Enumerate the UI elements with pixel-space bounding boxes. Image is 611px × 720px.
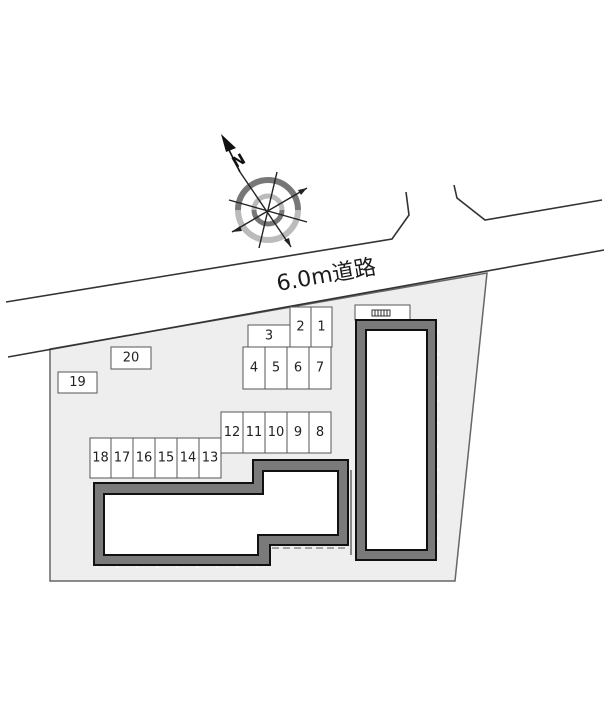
parking-lot-2: 2: [289, 306, 312, 348]
parking-space-number: 18: [92, 451, 109, 466]
parking-space: [89, 437, 112, 479]
parking-space-number: 9: [294, 425, 302, 440]
parking-space-number: 10: [268, 425, 285, 440]
parking-space-number: 1: [317, 320, 325, 335]
road: [5, 184, 605, 358]
road-edge-upper-left: [5, 191, 410, 303]
parking-lot-17: 17: [110, 437, 134, 479]
road-label: 6.0m道路: [275, 255, 378, 297]
parking-lot-18: 18: [89, 437, 112, 479]
parking-space-number: 20: [123, 351, 140, 366]
parking-lot-19: 19: [57, 371, 98, 394]
parking-space-number: 12: [224, 425, 241, 440]
parking-space-number: 4: [250, 361, 258, 376]
parking-lot-1: 1: [310, 306, 333, 348]
parking-space-number: 13: [202, 451, 219, 466]
parking-space-number: 3: [265, 329, 273, 344]
parking-lot-7: 7: [308, 346, 332, 390]
parking-space-number: 11: [246, 425, 263, 440]
parking-space-number: 8: [316, 425, 324, 440]
parking-lot-14: 14: [176, 437, 200, 479]
parking-space-number: 7: [316, 361, 324, 376]
parking-lot-4: 4: [242, 346, 266, 390]
parking-space-number: 14: [180, 451, 197, 466]
parking-lot-10: 10: [264, 411, 288, 454]
mailbox-icon: [371, 309, 391, 317]
parking-lot-12: 12: [220, 411, 244, 454]
parking-space-number: 16: [136, 451, 153, 466]
parking-space: [110, 346, 152, 370]
parking-space: [220, 411, 244, 454]
road-edge-upper-right: [453, 184, 603, 221]
building-a: [93, 459, 352, 568]
parking-space: [57, 371, 98, 394]
parking-space-number: 5: [272, 361, 280, 376]
parking-space-number: 17: [114, 451, 131, 466]
north-arrow-icon: [221, 134, 236, 152]
parking-space: [308, 346, 332, 390]
road-edge-lower: [7, 249, 605, 358]
parking-lot-11: 11: [242, 411, 266, 454]
compass-icon: N: [221, 134, 308, 249]
parking-lot-3: 3: [247, 324, 291, 348]
building-b: [354, 304, 439, 561]
parking-lot-5: 5: [264, 346, 288, 390]
parking-space-number: 6: [294, 361, 302, 376]
parking-space-number: 19: [69, 375, 86, 390]
parking-space-number: 15: [158, 451, 175, 466]
parking-lot-9: 9: [286, 411, 310, 454]
parking-lot-20: 20: [110, 346, 152, 370]
north-label: N: [229, 150, 249, 172]
parking-space-number: 2: [296, 320, 304, 335]
parking-lot-8: 8: [308, 411, 332, 454]
parking-lot-6: 6: [286, 346, 310, 390]
parking-lot-13: 13: [198, 437, 222, 479]
parking-lot-15: 15: [154, 437, 178, 479]
parking-lot-16: 16: [132, 437, 156, 479]
